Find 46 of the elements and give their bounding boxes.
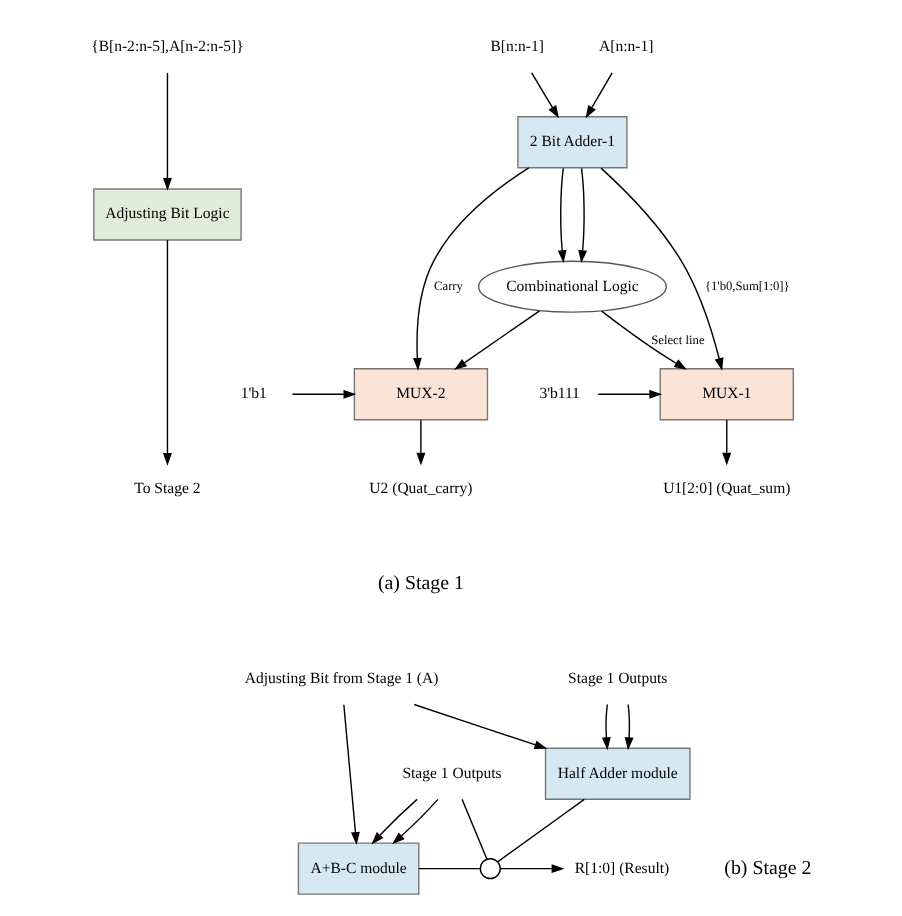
arrow — [578, 167, 588, 263]
arrow — [343, 704, 360, 845]
arrow — [392, 798, 439, 845]
node-box: Adjusting Bit Logic — [93, 188, 242, 241]
node-text: To Stage 2 — [134, 479, 201, 498]
arrow — [416, 419, 426, 466]
arrow — [371, 798, 418, 845]
node-box: MUX-1 — [659, 368, 794, 421]
arrow — [585, 72, 613, 119]
node-text: R[1:0] (Result) — [574, 858, 670, 877]
node-text: A[n:n-1] — [599, 37, 654, 56]
node-text: Adjusting Bit from Stage 1 (A) — [244, 668, 439, 687]
arrow — [624, 703, 634, 751]
arrow — [291, 389, 357, 399]
arrow — [722, 419, 732, 466]
node-box: 2 Bit Adder-1 — [517, 116, 628, 169]
label: (a) Stage 1 — [377, 573, 464, 596]
node-text: 3'b111 — [539, 384, 580, 403]
arrow — [557, 167, 567, 263]
node-text: U1[2:0] (Quat_sum) — [663, 479, 791, 498]
arrow — [454, 310, 541, 370]
node-text: B[n:n-1] — [490, 37, 544, 56]
node-box: MUX-2 — [353, 368, 489, 421]
node-text: Stage 1 Outputs — [402, 763, 502, 782]
node-text: U2 (Quat_carry) — [369, 479, 473, 498]
connector — [461, 798, 488, 860]
arrow — [499, 864, 565, 874]
arrow — [412, 167, 530, 371]
arrow — [531, 72, 559, 119]
arrow — [600, 167, 724, 371]
connector — [418, 867, 481, 870]
arrow — [601, 703, 611, 751]
node-text: {B[n-2:n-5],A[n-2:n-5]} — [91, 37, 244, 56]
node-circle — [479, 858, 501, 880]
arrow — [600, 310, 687, 370]
node-ellipse: Combinational Logic — [477, 260, 667, 313]
arrow — [162, 239, 172, 466]
node-box: Half Adder module — [544, 747, 691, 800]
label: (b) Stage 2 — [724, 857, 812, 880]
connector — [497, 798, 585, 863]
node-box: A+B-C module — [297, 842, 420, 895]
arrow — [162, 72, 172, 191]
node-text: 1'b1 — [240, 384, 267, 403]
node-text: Stage 1 Outputs — [568, 668, 668, 687]
arrow — [413, 703, 548, 750]
arrow — [597, 389, 663, 399]
